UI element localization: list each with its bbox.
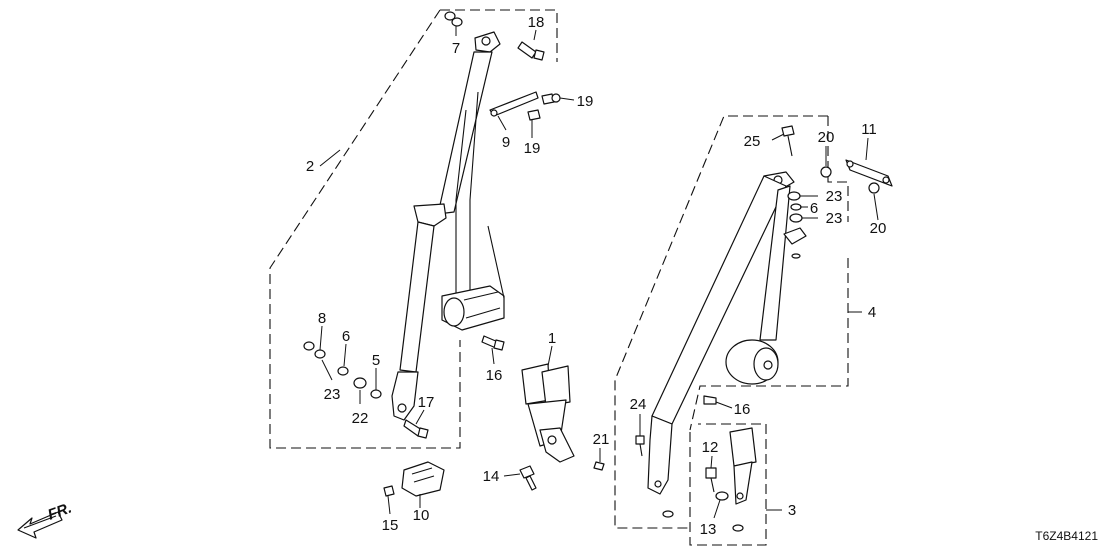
right-seat-belt-assembly [647, 171, 795, 495]
bracket-11 [845, 159, 893, 187]
callout-labels: 18 7 19 9 19 2 8 6 5 23 22 17 1 16 21 14… [306, 14, 887, 538]
callout-13: 13 [700, 521, 717, 538]
callout-19-upper: 19 [577, 93, 594, 110]
callout-4: 4 [868, 304, 876, 321]
callout-3: 3 [788, 502, 796, 519]
leader-lines [319, 26, 879, 519]
buckle-1 [521, 363, 575, 463]
callout-5: 5 [372, 352, 380, 369]
bolt-15 [383, 485, 395, 497]
nut-23-right-lower [789, 213, 803, 223]
cover-right [783, 227, 807, 259]
bolt-20-lower [868, 182, 880, 194]
right-assembly-boundary [614, 115, 849, 529]
callout-12: 12 [702, 439, 719, 456]
washer-13 [715, 491, 729, 501]
nut-23-left [314, 349, 326, 359]
bolt-18 [517, 41, 545, 61]
callout-10: 10 [413, 507, 430, 524]
callout-15: 15 [382, 517, 399, 534]
washer-bottom-right [662, 510, 674, 518]
bolt-12 [705, 467, 717, 493]
callout-23-left: 23 [324, 386, 341, 403]
cover-10 [401, 461, 445, 497]
callout-25: 25 [744, 133, 761, 150]
callout-17: 17 [418, 394, 435, 411]
callout-1: 1 [548, 330, 556, 347]
bolt-24 [635, 435, 645, 457]
bolt-19-upper [541, 93, 561, 105]
washer-3-bottom [732, 524, 744, 532]
callout-20-lower: 20 [870, 220, 887, 237]
callout-6-left: 6 [342, 328, 350, 345]
callout-2: 2 [306, 158, 314, 175]
bolt-14 [519, 465, 537, 491]
callout-23-right-upper: 23 [826, 188, 843, 205]
callout-7: 7 [452, 40, 460, 57]
bolt-16-left [481, 335, 505, 351]
nut-23-right-upper [787, 191, 801, 201]
buckle-3 [729, 427, 757, 505]
callout-16-right: 16 [734, 401, 751, 418]
diagram-code: T6Z4B4121 [1035, 529, 1098, 543]
callout-21: 21 [593, 431, 610, 448]
callout-18: 18 [528, 14, 545, 31]
bolt-25 [781, 125, 795, 157]
washer-6-right [790, 203, 802, 211]
bolt-20-upper [820, 166, 832, 178]
callout-24: 24 [630, 396, 647, 413]
callout-23-right-lower: 23 [826, 210, 843, 227]
bolt-21 [593, 461, 605, 471]
front-direction-arrow: FR. [17, 500, 75, 539]
callout-6-right: 6 [810, 200, 818, 217]
callout-22: 22 [352, 410, 369, 427]
spacer-5 [370, 389, 382, 399]
front-direction-label: FR. [46, 500, 75, 524]
washer-22 [353, 377, 367, 389]
bracket-9 [489, 91, 539, 117]
callout-8: 8 [318, 310, 326, 327]
callout-20-upper: 20 [818, 129, 835, 146]
callout-14: 14 [483, 468, 500, 485]
callout-11: 11 [861, 121, 877, 138]
buckle-3-boundary [689, 423, 767, 546]
callout-19-lower: 19 [524, 140, 541, 157]
washer-6-left [337, 366, 349, 376]
bolt-19-lower [527, 109, 541, 121]
bolt-16-right [703, 395, 717, 405]
callout-9: 9 [502, 134, 510, 151]
callout-16-left: 16 [486, 367, 503, 384]
washer-8 [303, 341, 315, 351]
nut-7 [444, 11, 463, 27]
left-assembly-boundary [269, 9, 558, 449]
left-seat-belt-assembly [391, 31, 505, 421]
bolt-17 [403, 419, 429, 439]
